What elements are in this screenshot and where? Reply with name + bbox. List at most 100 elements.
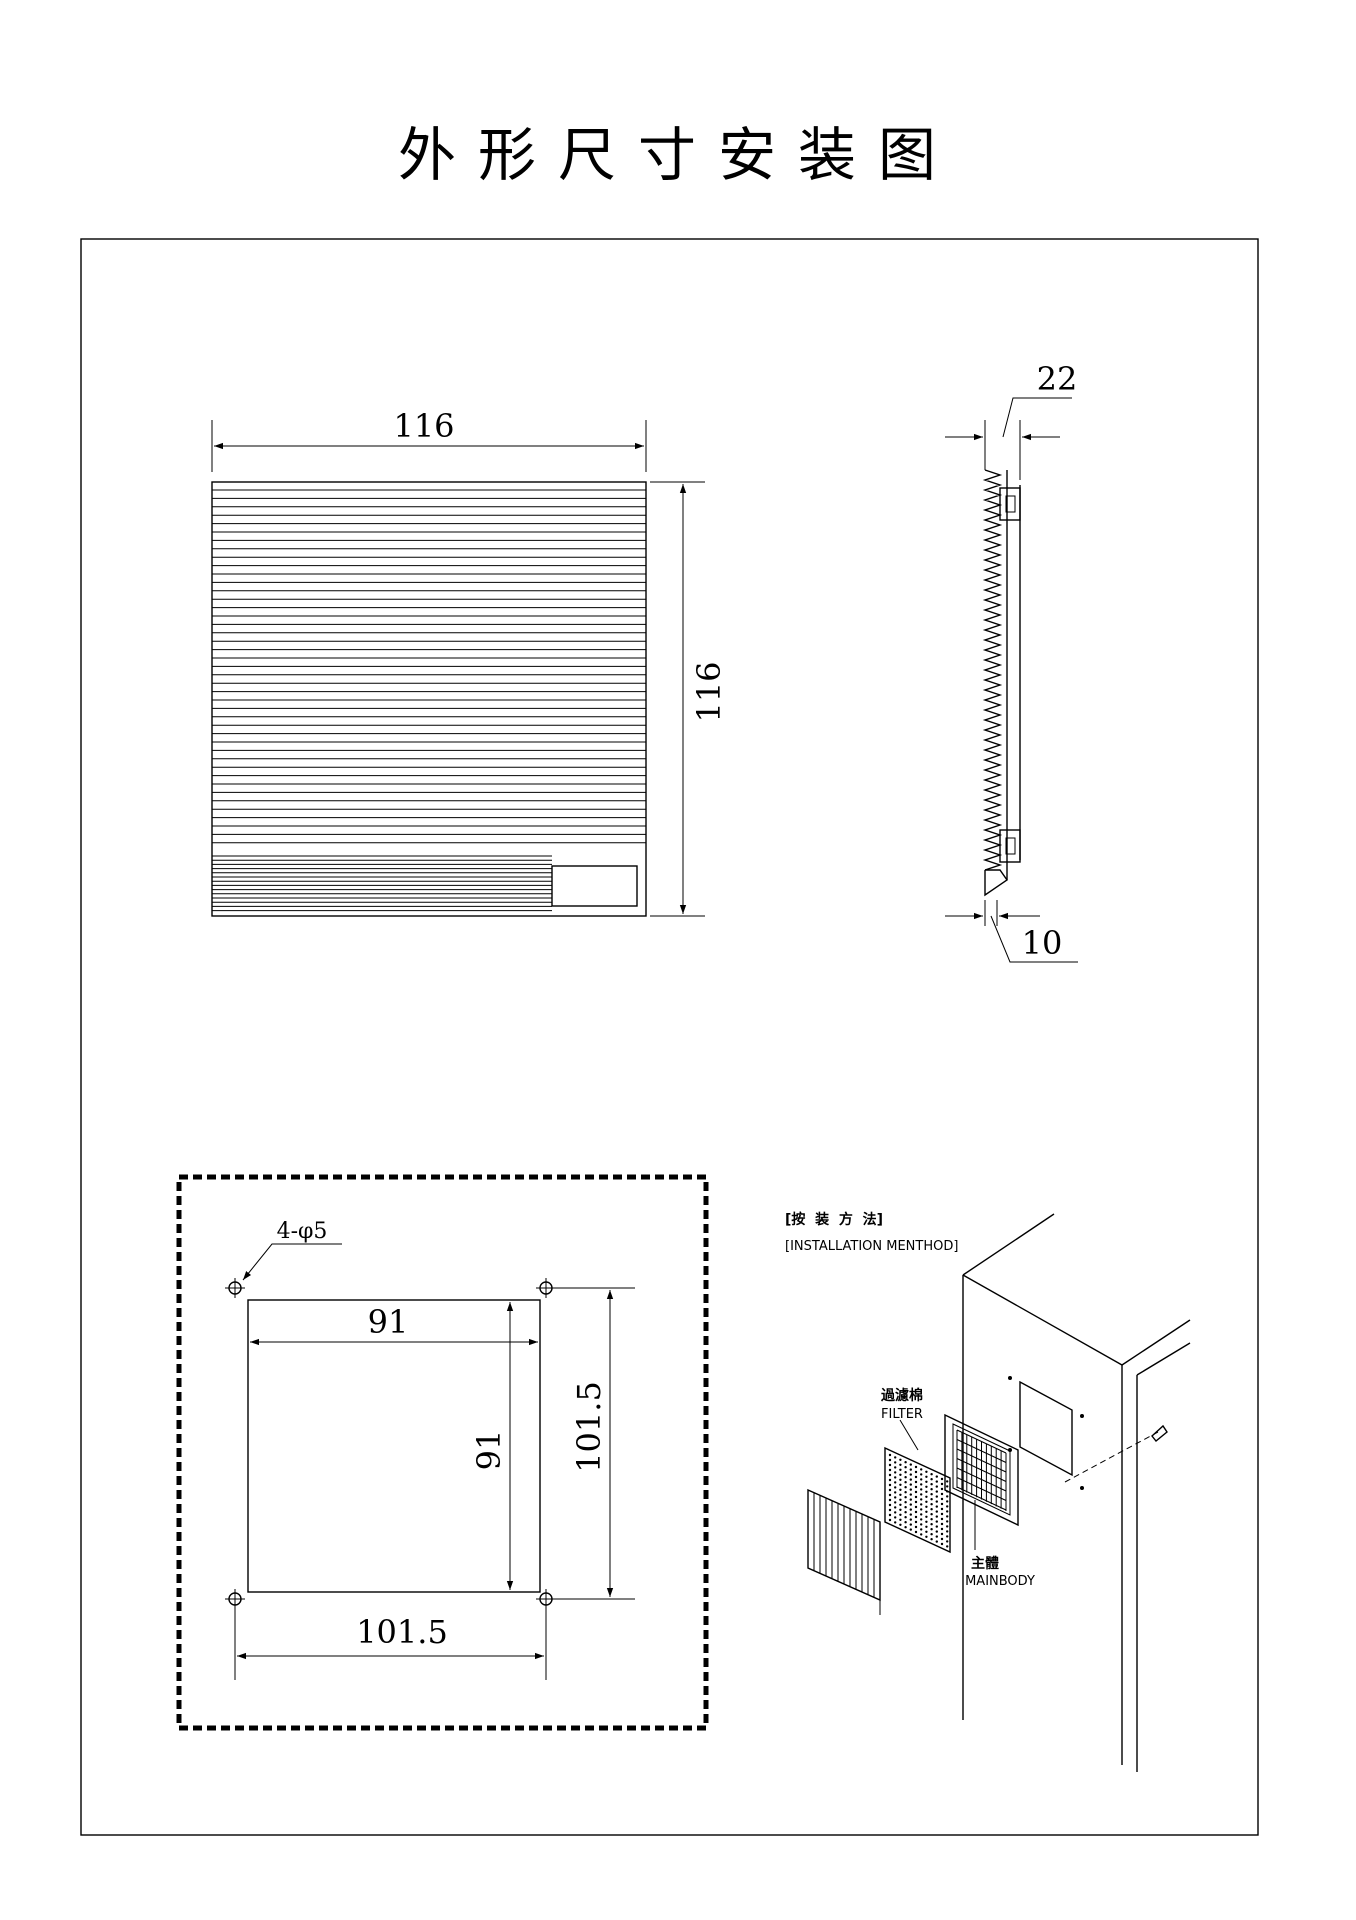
mesh-dot bbox=[888, 1478, 892, 1482]
mesh-dot bbox=[920, 1528, 923, 1531]
mesh-dot bbox=[925, 1535, 928, 1539]
mainbody-label-en: MAINBODY bbox=[965, 1574, 1035, 1589]
mesh-dot bbox=[930, 1478, 933, 1481]
mesh-dot bbox=[930, 1538, 933, 1541]
front-louvres bbox=[212, 489, 646, 912]
mounting-hole bbox=[225, 1278, 245, 1298]
mesh-dot bbox=[888, 1468, 892, 1472]
mesh-dot bbox=[914, 1505, 918, 1509]
mesh-dot bbox=[894, 1461, 897, 1464]
mesh-dot bbox=[904, 1461, 907, 1464]
mesh-dot bbox=[909, 1528, 912, 1531]
mesh-dot bbox=[909, 1468, 912, 1471]
mesh-dot bbox=[909, 1498, 912, 1501]
side-top-clip bbox=[999, 487, 1021, 521]
mesh-dot bbox=[888, 1503, 892, 1507]
side-profile-fins bbox=[982, 469, 1003, 871]
mesh-dot bbox=[946, 1520, 949, 1523]
mainbody-label-cn: 主體 bbox=[971, 1555, 999, 1572]
mesh-dot bbox=[909, 1523, 912, 1526]
mesh-dot bbox=[946, 1515, 949, 1518]
mesh-dot bbox=[920, 1498, 923, 1501]
page-title: 外形尺寸安装图 bbox=[397, 121, 958, 189]
mesh-dot bbox=[920, 1473, 923, 1476]
mesh-dot bbox=[930, 1503, 933, 1506]
mesh-dot bbox=[920, 1478, 923, 1481]
mesh-dot bbox=[935, 1490, 938, 1493]
mesh-dot bbox=[894, 1521, 897, 1524]
mesh-dot bbox=[940, 1522, 944, 1526]
mesh-dot bbox=[925, 1500, 928, 1504]
mesh-dot bbox=[930, 1493, 933, 1496]
mesh-dot bbox=[925, 1480, 928, 1484]
mesh-dot bbox=[914, 1515, 918, 1519]
mesh-dot bbox=[946, 1530, 949, 1533]
mesh-dot bbox=[914, 1520, 918, 1524]
mesh-dot bbox=[935, 1540, 938, 1543]
grille-line bbox=[956, 1486, 1007, 1511]
mesh-dot bbox=[940, 1542, 944, 1546]
mesh-dot bbox=[940, 1532, 944, 1536]
mesh-dot bbox=[935, 1530, 938, 1533]
mesh-dot bbox=[940, 1477, 944, 1481]
mesh-dot bbox=[946, 1545, 949, 1548]
side-flange-label: 10 bbox=[1022, 924, 1063, 962]
mesh-dot bbox=[946, 1525, 949, 1528]
mesh-dot bbox=[930, 1498, 933, 1501]
mesh-dot bbox=[904, 1491, 907, 1494]
mesh-dot bbox=[904, 1486, 907, 1489]
side-view: 22 10 bbox=[945, 360, 1078, 963]
front-view: 116 116 bbox=[211, 407, 728, 917]
mesh-dot bbox=[946, 1510, 949, 1513]
mesh-dot bbox=[935, 1515, 938, 1518]
mesh-dot bbox=[920, 1523, 923, 1526]
mesh-dot bbox=[899, 1478, 902, 1482]
mesh-dot bbox=[904, 1511, 907, 1514]
filter-label-en: FILTER bbox=[881, 1407, 923, 1422]
mesh-dot bbox=[894, 1491, 897, 1494]
filter-label-cn: 過濾棉 bbox=[880, 1387, 923, 1404]
mesh-dot bbox=[914, 1480, 918, 1484]
mesh-dot bbox=[925, 1515, 928, 1519]
grille-line bbox=[956, 1458, 1007, 1482]
mesh-dot bbox=[888, 1463, 892, 1467]
mesh-dot bbox=[914, 1465, 918, 1469]
mesh-dot bbox=[946, 1490, 949, 1493]
mesh-dot bbox=[904, 1521, 907, 1524]
mesh-dot bbox=[909, 1473, 912, 1476]
front-height-label: 116 bbox=[690, 661, 728, 722]
grille-line bbox=[956, 1429, 1007, 1454]
mesh-dot bbox=[888, 1498, 892, 1502]
hole-pitch-v-label: 101.5 bbox=[570, 1381, 608, 1473]
installation-title-cn: [按 装 方 法] bbox=[785, 1211, 883, 1228]
mesh-dot bbox=[920, 1518, 923, 1521]
mesh-dot bbox=[940, 1492, 944, 1496]
mesh-dot bbox=[899, 1468, 902, 1472]
mesh-dot bbox=[888, 1508, 892, 1512]
mesh-dot bbox=[899, 1503, 902, 1507]
mainbody-frame bbox=[944, 1413, 1019, 1527]
mesh-dot bbox=[894, 1496, 897, 1499]
mesh-dot bbox=[914, 1500, 918, 1504]
mesh-dot bbox=[888, 1483, 892, 1487]
cover-slats bbox=[813, 1492, 875, 1598]
mesh-dot bbox=[888, 1493, 892, 1497]
mesh-dot bbox=[920, 1533, 923, 1536]
mesh-dot bbox=[940, 1497, 944, 1501]
mesh-dot bbox=[899, 1493, 902, 1497]
mesh-dot bbox=[914, 1485, 918, 1489]
cutout-square bbox=[247, 1299, 541, 1593]
mesh-dot bbox=[909, 1483, 912, 1486]
mesh-dot bbox=[930, 1518, 933, 1521]
mesh-dot bbox=[925, 1505, 928, 1509]
drawing-frame bbox=[80, 238, 1259, 1836]
side-bottom-clip bbox=[999, 829, 1021, 863]
mesh-dot bbox=[899, 1473, 902, 1477]
holes-label: 4-φ5 bbox=[277, 1219, 328, 1244]
mesh-dot bbox=[935, 1480, 938, 1483]
mesh-dot bbox=[904, 1526, 907, 1529]
mesh-dot bbox=[914, 1510, 918, 1514]
mesh-dot bbox=[904, 1506, 907, 1509]
mesh-dot bbox=[914, 1495, 918, 1499]
